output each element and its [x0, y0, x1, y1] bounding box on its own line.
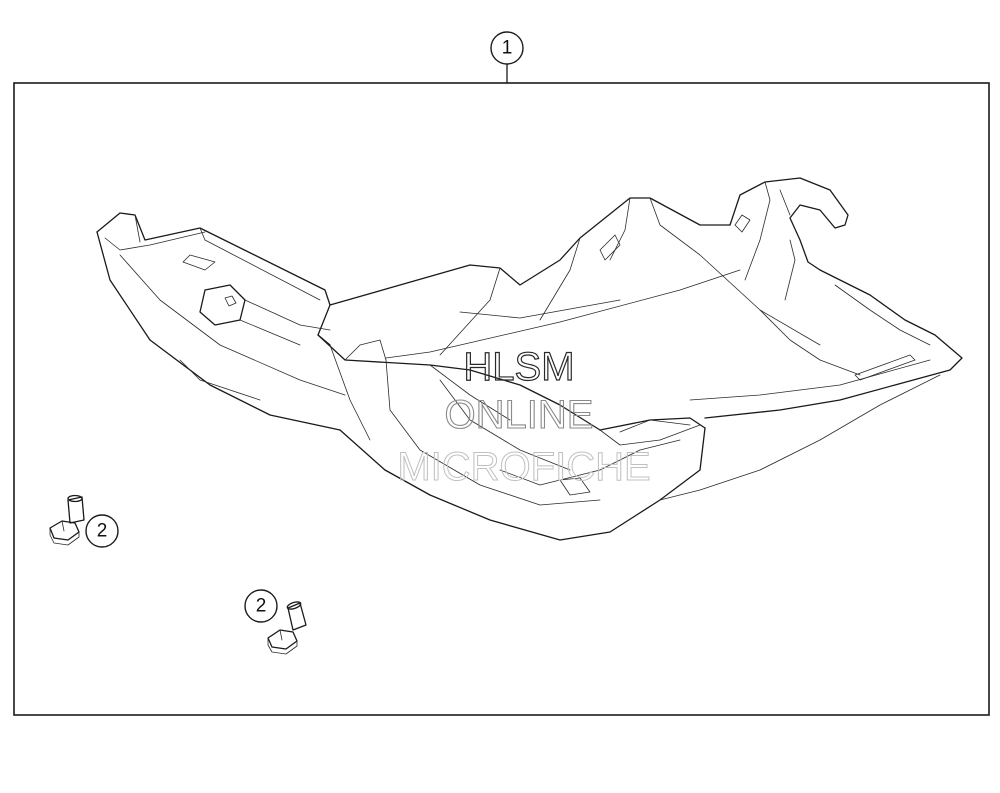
watermark-line-1: HLSM — [463, 345, 574, 389]
watermark: HLSM ONLINE MICROFICHE — [397, 344, 651, 489]
callout-1[interactable]: 1 — [490, 31, 524, 84]
callout-2-left[interactable]: 2 — [85, 514, 119, 548]
callout-2-left-label: 2 — [97, 521, 108, 542]
callout-2-bottom[interactable]: 2 — [244, 589, 278, 623]
skid-plate-drawing[interactable] — [96, 177, 963, 541]
callout-2-bottom-label: 2 — [256, 596, 267, 617]
watermark-line-3: MICROFICHE — [397, 445, 650, 489]
callout-1-label: 1 — [502, 38, 513, 59]
screw-bottom[interactable] — [267, 600, 307, 655]
watermark-line-2: ONLINE — [445, 393, 594, 437]
assembly-frame — [13, 82, 990, 716]
screw-left[interactable] — [49, 494, 85, 546]
